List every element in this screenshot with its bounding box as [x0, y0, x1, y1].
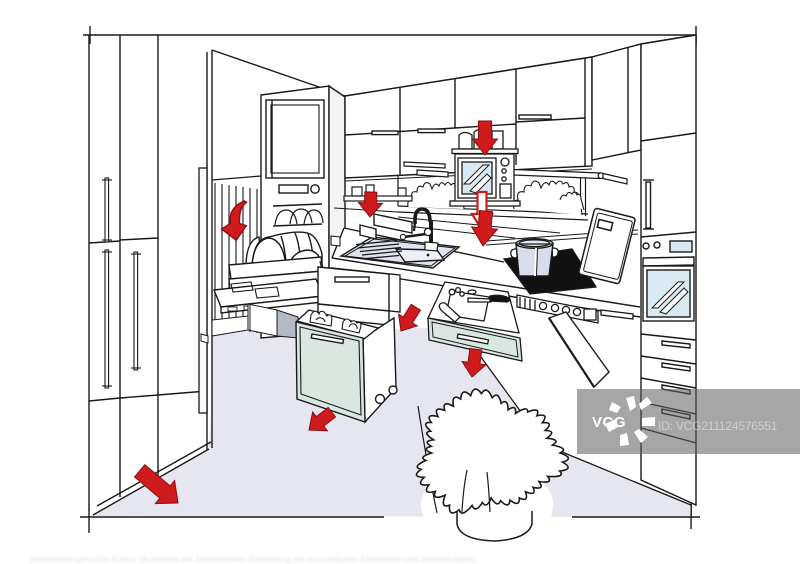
svg-text:Behindertengerechte Küche, Ill: Behindertengerechte Küche, Illustration … — [30, 554, 476, 564]
svg-text:ID: VCG211124576551: ID: VCG211124576551 — [658, 419, 778, 433]
